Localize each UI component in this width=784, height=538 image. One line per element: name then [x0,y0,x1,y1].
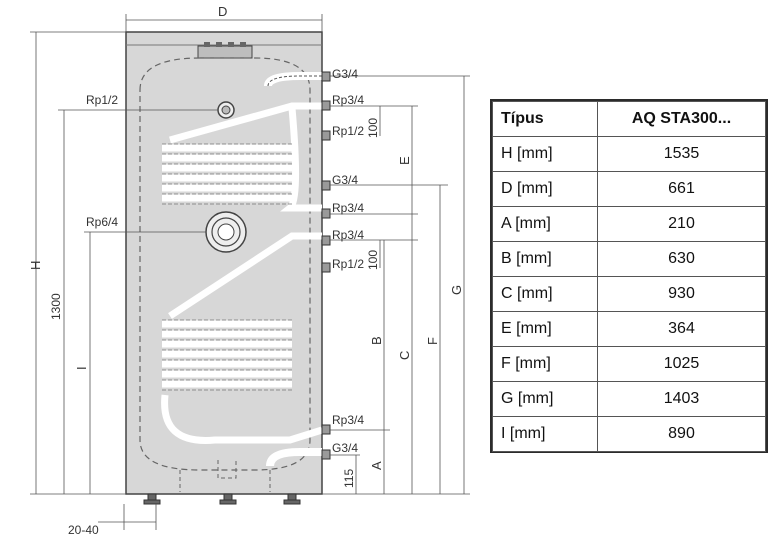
table-cell-value: 1403 [597,381,766,417]
table-cell-value: 1025 [597,346,766,382]
table-header-type: Típus [492,101,598,137]
table-cell-param: A [mm] [492,206,598,242]
dim-label-E: E [397,156,412,165]
table-cell-param: I [mm] [492,416,598,452]
port-label-rp34-1: Rp3/4 [332,93,364,107]
dim-label-feet: 20-40 [68,523,99,537]
dim-label-100-upper: 100 [366,118,380,138]
port-label-rp12-2: Rp1/2 [332,257,364,271]
table-cell-value: 1535 [597,136,766,172]
bottom-inlet-pipe [266,448,322,467]
table-cell-param: G [mm] [492,381,598,417]
table-row: I [mm]890 [492,416,766,452]
port-label-rp34-4: Rp3/4 [332,413,364,427]
port-label-rp12-left: Rp1/2 [86,93,118,107]
table-row: C [mm]930 [492,276,766,312]
table-cell-value: 630 [597,241,766,277]
table-cell-param: E [mm] [492,311,598,347]
right-side-connections [321,71,331,460]
dim-label-C: C [397,351,412,360]
table-cell-param: C [mm] [492,276,598,312]
table-row: E [mm]364 [492,311,766,347]
table-cell-value: 890 [597,416,766,452]
dim-label-1300: 1300 [49,293,63,320]
port-label-g34-bottom: G3/4 [332,441,358,455]
table-cell-value: 661 [597,171,766,207]
port-label-rp64-left: Rp6/4 [86,215,118,229]
lower-heating-coil [161,232,324,444]
dim-label-D: D [218,4,227,19]
table-header-row: Típus AQ STA300... [492,101,766,137]
dim-label-H: H [28,261,43,270]
port-label-g34-top: G3/4 [332,67,358,81]
table-header-model: AQ STA300... [597,101,766,137]
table-row: D [mm]661 [492,171,766,207]
port-label-rp12-1: Rp1/2 [332,124,364,138]
table-row: A [mm]210 [492,206,766,242]
table-cell-param: B [mm] [492,241,598,277]
upper-heating-coil [162,102,322,212]
tank-body [125,31,323,495]
tank-feet [143,493,301,505]
dim-label-B: B [369,336,384,345]
dim-label-100-lower: 100 [366,250,380,270]
table-row: F [mm]1025 [492,346,766,382]
table-cell-param: H [mm] [492,136,598,172]
table-cell-param: D [mm] [492,171,598,207]
table-row: G [mm]1403 [492,381,766,417]
dim-label-G: G [449,285,464,295]
dim-label-115: 115 [342,469,356,488]
inner-vessel-outline [139,57,311,471]
table-cell-value: 930 [597,276,766,312]
dim-label-I: I [74,366,89,370]
dimension-spec-table: Típus AQ STA300... H [mm]1535 D [mm]661 … [490,99,768,453]
table-cell-param: F [mm] [492,346,598,382]
table-row: H [mm]1535 [492,136,766,172]
port-label-g34-mid: G3/4 [332,173,358,187]
dim-label-A: A [369,461,384,470]
table-cell-value: 364 [597,311,766,347]
port-label-rp34-2: Rp3/4 [332,201,364,215]
port-label-rp34-3: Rp3/4 [332,228,364,242]
table-cell-value: 210 [597,206,766,242]
top-connector-block [197,45,253,59]
table-row: B [mm]630 [492,241,766,277]
dim-label-F: F [425,337,440,345]
